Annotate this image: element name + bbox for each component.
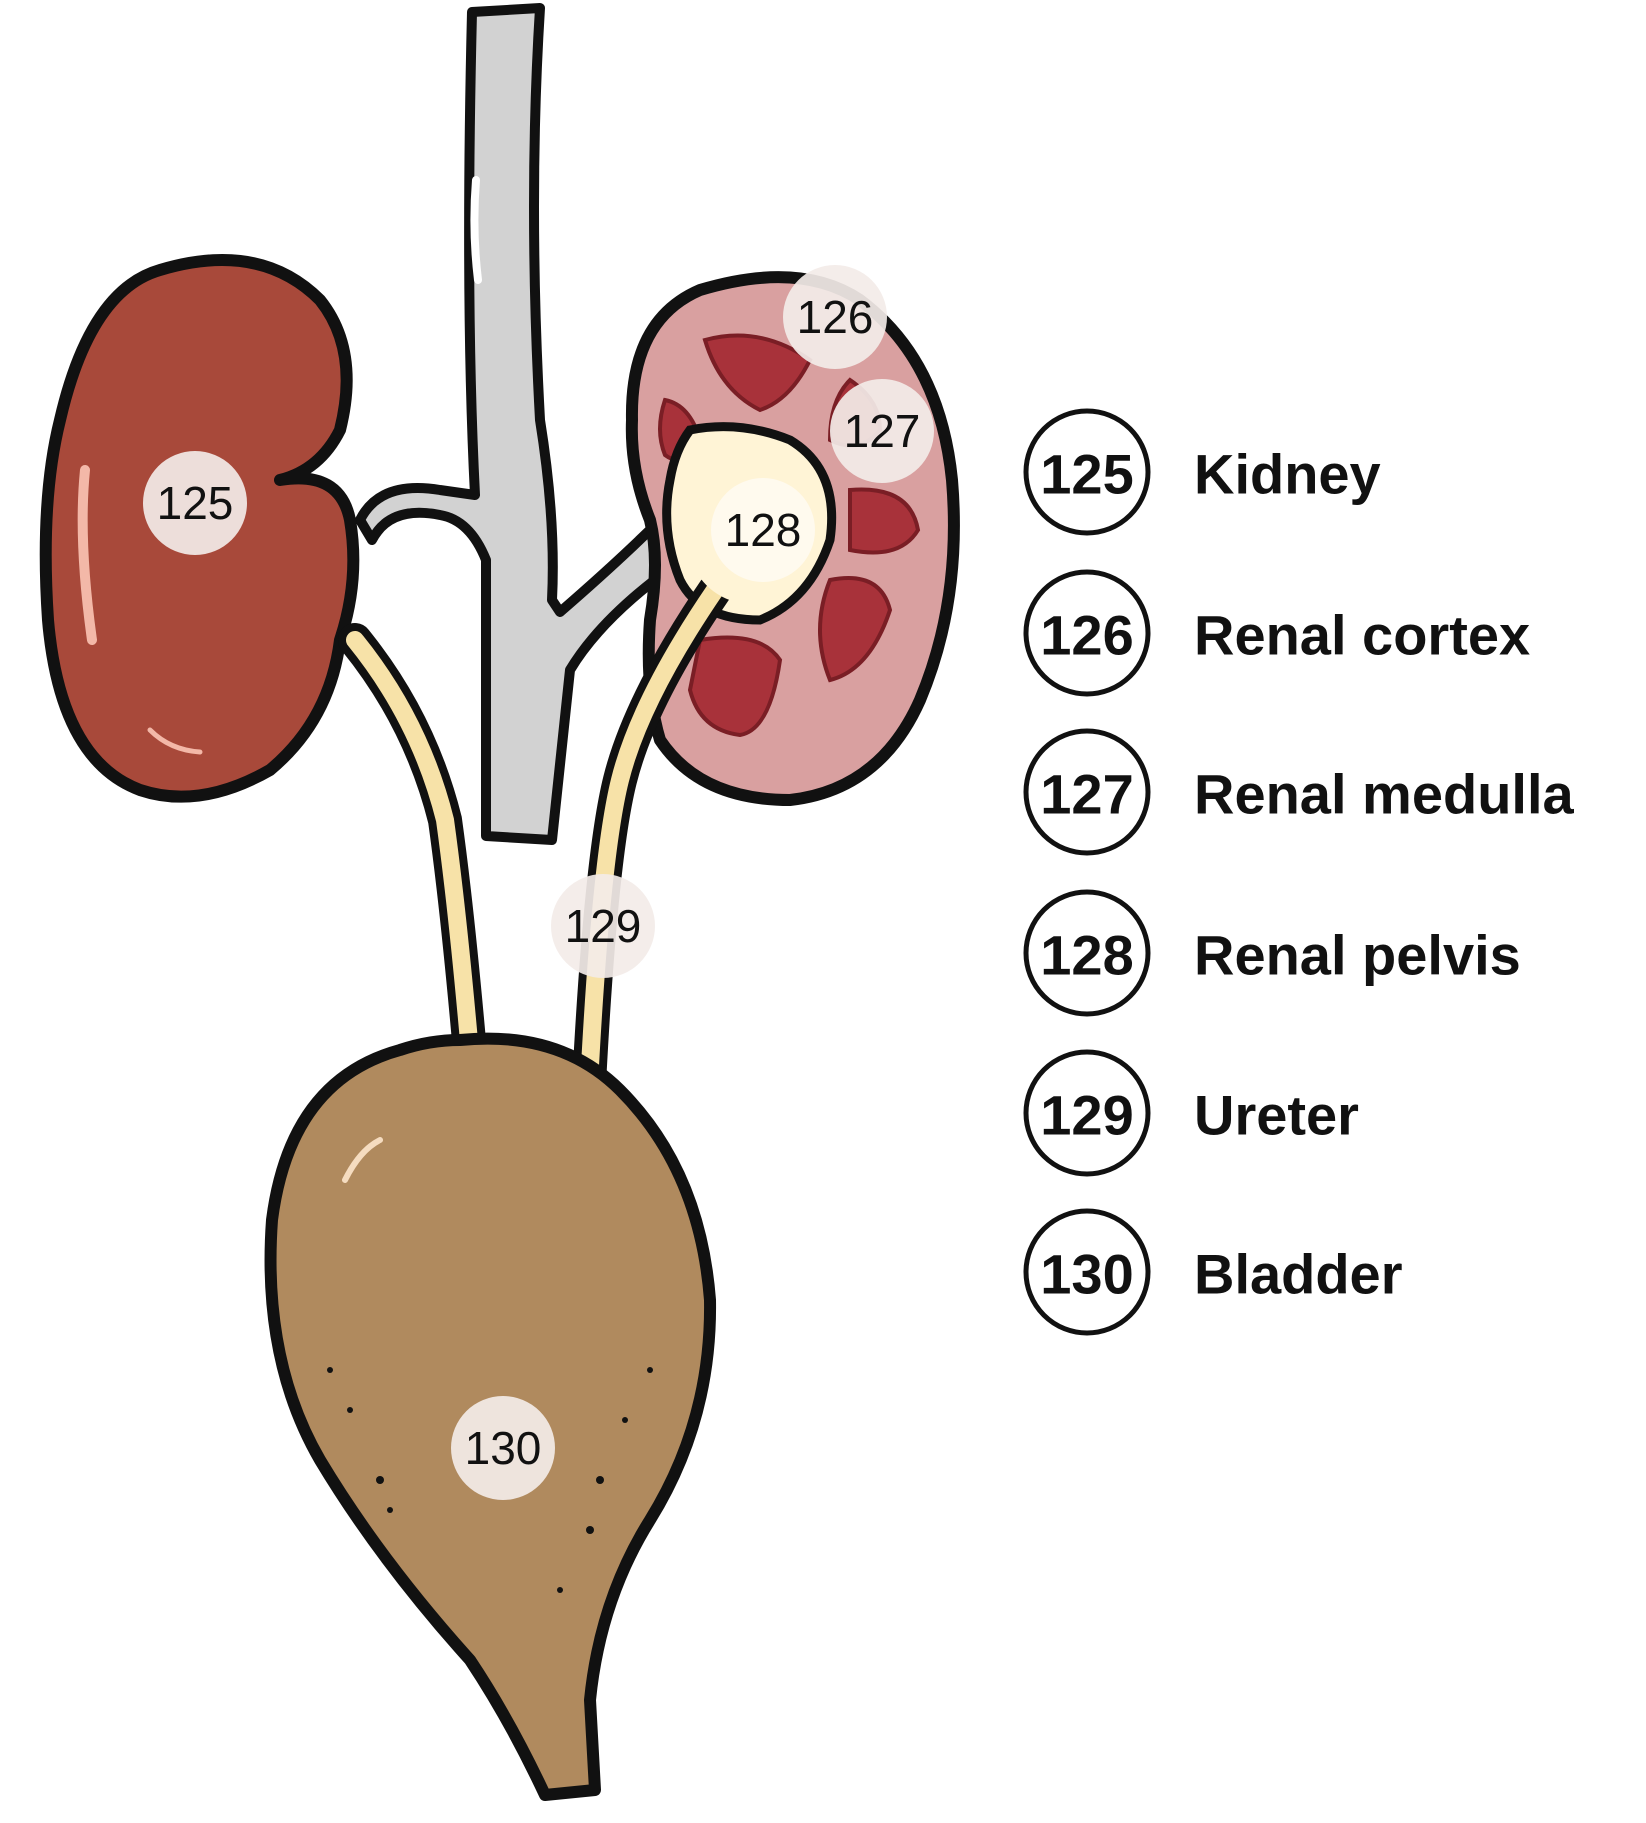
- svg-text:126: 126: [1040, 604, 1133, 667]
- svg-text:129: 129: [1040, 1084, 1133, 1147]
- legend-item-bladder: 130 Bladder: [1023, 1208, 1403, 1336]
- svg-text:Kidney: Kidney: [1194, 443, 1381, 506]
- svg-text:Bladder: Bladder: [1194, 1243, 1403, 1306]
- marker-127: 127: [830, 379, 934, 483]
- svg-text:125: 125: [157, 477, 234, 529]
- marker-126: 126: [783, 265, 887, 369]
- svg-text:129: 129: [565, 900, 642, 952]
- svg-text:128: 128: [725, 504, 802, 556]
- legend-item-renal-medulla: 127 Renal medulla: [1023, 728, 1575, 856]
- svg-text:127: 127: [844, 405, 921, 457]
- svg-text:130: 130: [465, 1422, 542, 1474]
- svg-text:125: 125: [1040, 443, 1133, 506]
- marker-128: 128: [711, 478, 815, 582]
- marker-129: 129: [551, 874, 655, 978]
- legend: 125 Kidney 126 Renal cortex 127 Renal me…: [1023, 408, 1575, 1336]
- svg-text:126: 126: [797, 291, 874, 343]
- svg-text:130: 130: [1040, 1243, 1133, 1306]
- legend-item-kidney: 125 Kidney: [1023, 408, 1381, 536]
- marker-125: 125: [143, 451, 247, 555]
- svg-text:Renal pelvis: Renal pelvis: [1194, 924, 1521, 987]
- svg-text:Renal medulla: Renal medulla: [1194, 763, 1575, 826]
- legend-item-renal-pelvis: 128 Renal pelvis: [1023, 889, 1521, 1017]
- svg-text:Ureter: Ureter: [1194, 1084, 1359, 1147]
- blood-vessel: [355, 3, 673, 845]
- svg-text:128: 128: [1040, 924, 1133, 987]
- marker-130: 130: [451, 1396, 555, 1500]
- svg-text:127: 127: [1040, 763, 1133, 826]
- legend-item-ureter: 129 Ureter: [1023, 1049, 1359, 1177]
- legend-item-renal-cortex: 126 Renal cortex: [1023, 569, 1530, 697]
- svg-text:Renal cortex: Renal cortex: [1194, 604, 1530, 667]
